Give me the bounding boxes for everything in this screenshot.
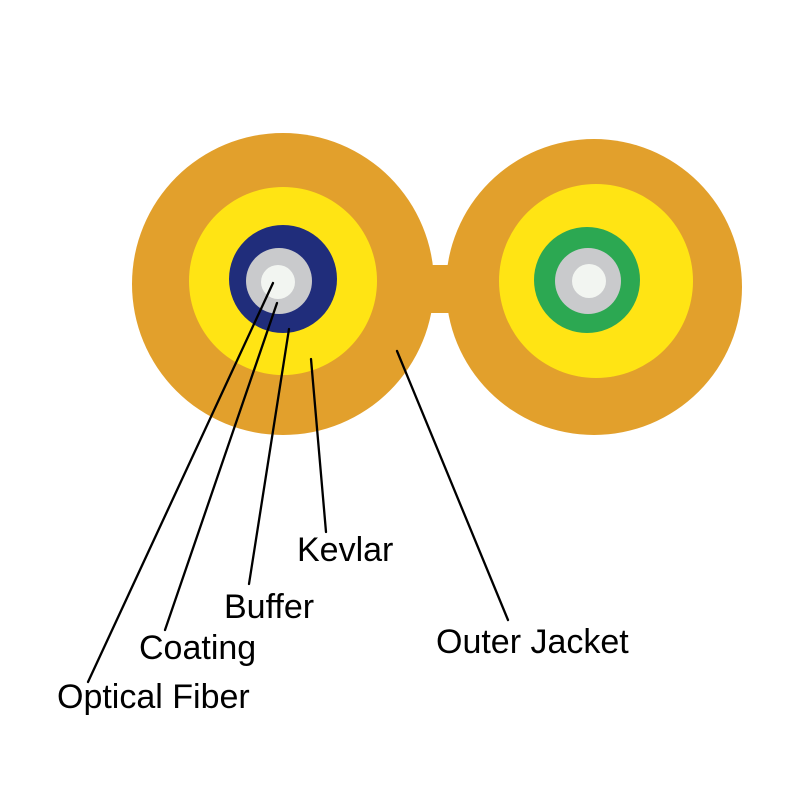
zipcord-web (426, 265, 460, 313)
label-coating: Coating (139, 629, 257, 667)
label-optical-fiber: Optical Fiber (57, 678, 250, 716)
label-kevlar: Kevlar (297, 531, 394, 569)
right-optical-fiber-circle (572, 264, 606, 298)
leader-line-coating (163, 301, 279, 632)
leader-line-optical-fiber (86, 281, 275, 684)
left-optical-fiber-circle (261, 265, 295, 299)
leader-line-outer-jacket (395, 349, 510, 622)
leader-line-buffer (247, 327, 291, 586)
leader-line-kevlar (309, 357, 328, 534)
label-outer-jacket: Outer Jacket (436, 623, 629, 661)
label-buffer: Buffer (224, 588, 315, 626)
